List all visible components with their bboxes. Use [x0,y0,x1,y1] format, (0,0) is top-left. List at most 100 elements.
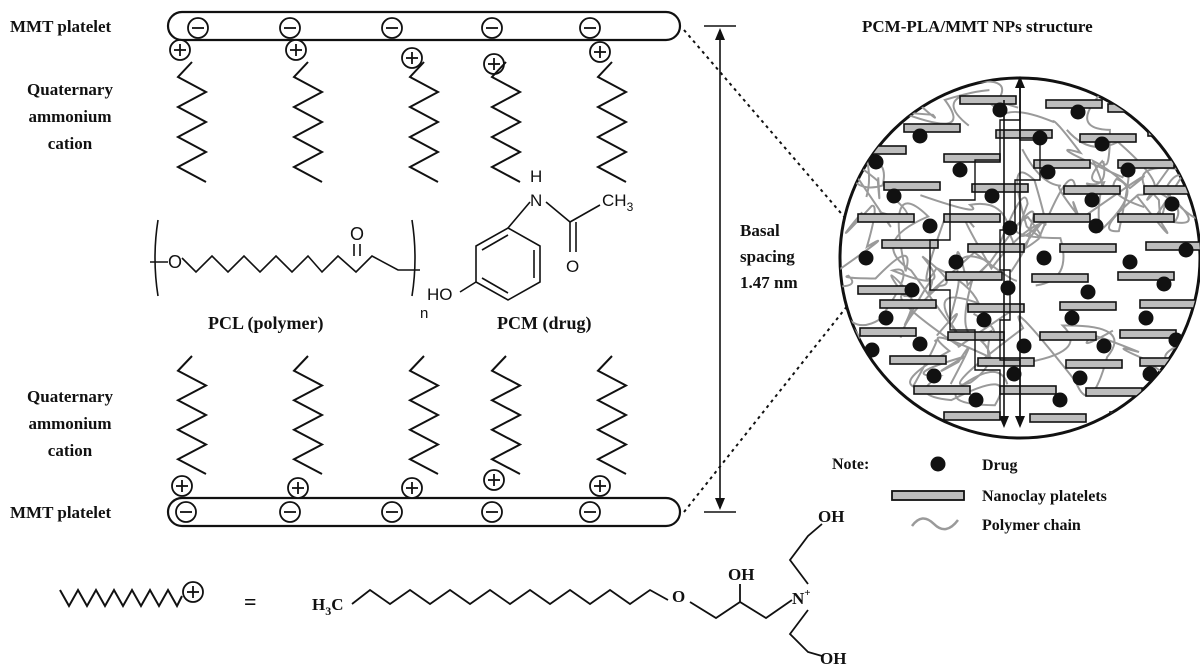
svg-text:cation: cation [48,134,93,153]
polymer-chain [840,130,881,200]
pcl-carbonyl-oxygen: O [350,224,364,244]
negative-charge [381,17,403,39]
drug-molecule [912,128,928,144]
pcl-oxygen: O [168,252,182,272]
drug-molecule [1006,366,1022,382]
formula-bottom-oh: OH [820,649,846,668]
pcm-nitrogen: N [530,191,542,210]
nanoclay-platelet [977,357,1035,367]
negative-charge [381,501,403,523]
legend-drug-label: Drug [982,457,1018,474]
drug-molecule [868,154,884,170]
nanoclay-platelet [883,181,941,191]
drug-molecule [1152,104,1168,120]
alkyl-chain [175,355,209,475]
nanoclay-platelet [967,243,1025,253]
drug-molecule [992,102,1008,118]
nanoclay-platelet [1059,243,1117,253]
positive-charge [483,53,505,75]
positive-charge [285,39,307,61]
negative-charge [579,501,601,523]
drug-molecule [912,336,928,352]
alkyl-chain [407,61,441,183]
positive-charge [287,477,309,499]
nanoclay-platelet [857,213,915,223]
drug-molecule [922,218,938,234]
drug-molecule [1040,164,1056,180]
drug-molecule [952,162,968,178]
formula-nitrogen: N+ [792,587,811,608]
pcm-structure [459,201,601,301]
drug-molecule [976,312,992,328]
formula-top-oh: OH [818,507,844,526]
pcm-caption: PCM (drug) [497,313,591,334]
drug-molecule [1178,242,1194,258]
drug-molecule [858,250,874,266]
legend-platelet-symbol [891,490,965,501]
platelet-negative-charges [175,17,601,523]
drug-molecule [1072,370,1088,386]
nanoclay-platelet [889,355,947,365]
structure-title: PCM-PLA/MMT NPs structure [862,17,1093,36]
nanoclay-platelet [947,331,1005,341]
formula-hydroxypropyl [689,599,793,620]
alkyl-chain [407,355,441,475]
drug-molecule [864,342,880,358]
drug-molecule [1032,130,1048,146]
alkyl-chain [595,61,629,183]
nanoclay-platelet [943,153,1001,163]
drug-molecule [878,310,894,326]
drug-molecule [1016,338,1032,354]
alkyl-chain [489,355,523,475]
drug-molecule [1000,280,1016,296]
polymer-chain [963,171,1065,287]
nanoclay-platelet [1031,273,1089,283]
svg-text:cation: cation [48,441,93,460]
drug-molecule [926,368,942,384]
nanoclay-platelet [945,271,1003,281]
negative-charge [187,17,209,39]
nanoclay-platelet [881,239,939,249]
pcm-carbonyl-oxygen: O [566,257,579,276]
nanoclay-platelet [1109,411,1167,421]
nanoclay-platelet [1065,359,1123,369]
nanoclay-platelet [967,303,1025,313]
negative-charge [481,501,503,523]
svg-text:1.47 nm: 1.47 nm [740,273,798,292]
drug-molecule [1142,366,1158,382]
negative-charge [579,17,601,39]
positive-charge [171,475,193,497]
formula-upper-ethanol [788,523,823,585]
svg-text:spacing: spacing [740,247,795,266]
mmt-platelet-bottom-label: MMT platelet [10,503,112,522]
drug-molecule [904,282,920,298]
nanoclay-platelet [1085,387,1143,397]
drug-molecule [1120,162,1136,178]
nanoclay-platelet [1143,185,1200,195]
zigzag-legend-chain [59,587,183,609]
drug-molecule [1036,250,1052,266]
pcl-caption: PCL (polymer) [208,313,323,334]
alkyl-chain [489,61,523,183]
positive-charge [401,477,423,499]
nanoclay-platelet [903,123,961,133]
drug-molecule [1002,220,1018,236]
alkyl-chains [175,61,629,475]
formula-h3c: H3C [312,595,344,618]
drug-molecule [1052,392,1068,408]
cation-label-bottom: Quaternary ammonium cation [27,387,113,460]
nanoclay-platelet [943,213,1001,223]
nanoclay-platelet [913,385,971,395]
polymer-chain [840,204,879,285]
formula-dodecyl-chain [351,588,669,606]
polymer-chain [920,178,1076,252]
drug-molecule [1088,218,1104,234]
svg-text:Quaternary: Quaternary [27,387,113,406]
alkyl-chain [291,355,325,475]
formula-ether-oxygen: O [672,587,685,606]
drug-molecule [1080,284,1096,300]
formula-middle-oh: OH [728,565,754,584]
alkyl-chain [595,355,629,475]
drug-molecule [968,392,984,408]
